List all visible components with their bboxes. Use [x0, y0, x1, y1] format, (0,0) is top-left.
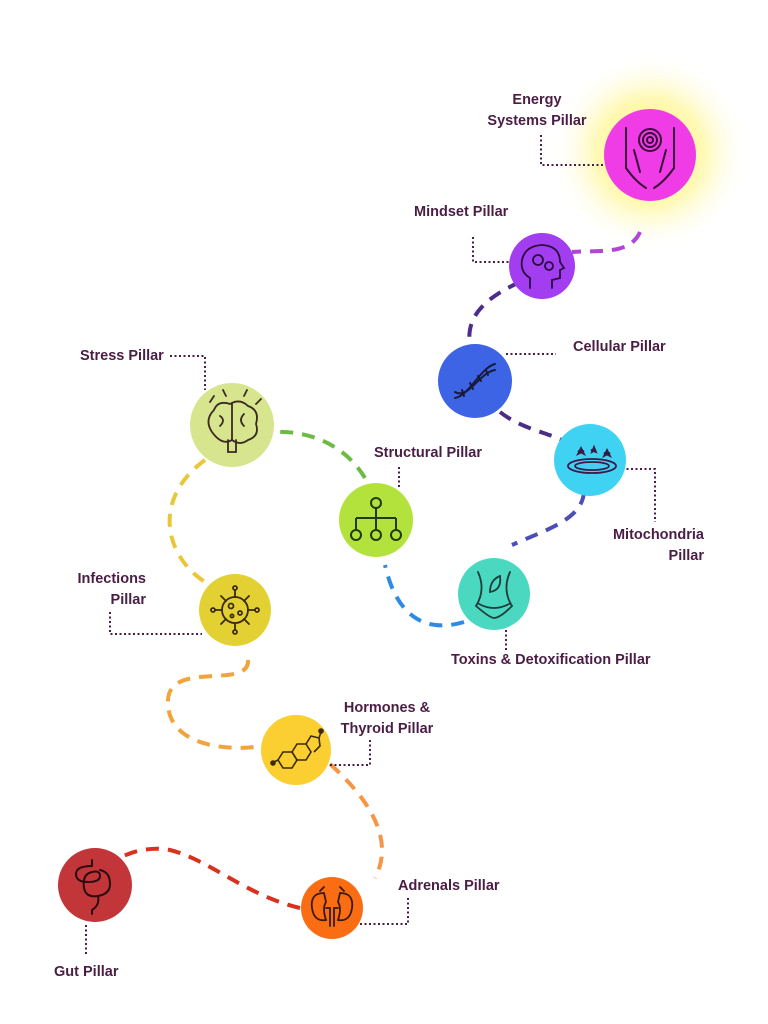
- leader-adrenals: [360, 898, 409, 925]
- gut-circle: [58, 848, 132, 922]
- adrenals-label-text: Adrenals Pillar: [398, 878, 500, 894]
- gut-pillar-node[interactable]: [58, 848, 132, 922]
- connector-mindset-cellular: [467, 280, 521, 346]
- virus-icon: [210, 585, 260, 635]
- stressed-brain-icon: [207, 389, 262, 453]
- toxins-label-text: Toxins & Detoxification Pillar: [451, 652, 651, 668]
- leader-stress: [170, 355, 206, 390]
- mitochondria-circle: [554, 424, 626, 496]
- mindset-circle: [509, 233, 575, 299]
- structural-label: Structural Pillar: [374, 443, 482, 464]
- energy-pillar-node[interactable]: [604, 109, 696, 201]
- leader-hormones: [330, 740, 371, 766]
- connector-infections-hormones: [165, 659, 263, 750]
- stress-label: Stress Pillar: [80, 346, 164, 367]
- hormones-circle: [261, 715, 331, 785]
- infections-label-line1: Infections: [77, 571, 146, 587]
- adrenals-pillar-node[interactable]: [301, 877, 363, 939]
- orbit-stars-icon: [567, 444, 617, 474]
- connector-cellular-mitochondria: [498, 410, 563, 442]
- leader-mindset: [472, 237, 510, 263]
- energy-label-line2: Systems Pillar: [487, 113, 587, 129]
- gut-label-text: Gut Pillar: [54, 964, 119, 980]
- stress-label-text: Stress Pillar: [80, 348, 164, 364]
- torso-leaf-icon: [474, 571, 514, 619]
- infections-pillar-node[interactable]: [199, 574, 271, 646]
- connector-stress-infections: [167, 458, 211, 587]
- connector-mitochondria-toxins: [511, 491, 586, 547]
- toxins-circle: [458, 558, 530, 630]
- mindset-label: Mindset Pillar: [414, 202, 508, 223]
- cellular-pillar-node[interactable]: [438, 344, 512, 418]
- dna-icon: [454, 363, 496, 399]
- steroid-molecule-icon: [270, 728, 324, 769]
- leader-infections: [109, 612, 202, 635]
- leader-mitochondria: [622, 468, 656, 522]
- mindset-pillar-node[interactable]: [509, 233, 575, 299]
- hierarchy-icon: [350, 497, 402, 541]
- mitochondria-label-line1: Mitochondria: [612, 527, 704, 543]
- connector-energy-mindset: [571, 231, 642, 254]
- infections-label-line2: Pillar: [110, 592, 146, 608]
- hormones-label: Hormones & Thyroid Pillar: [333, 698, 441, 740]
- infections-label: Infections Pillar: [60, 569, 146, 611]
- cellular-label-text: Cellular Pillar: [573, 339, 666, 355]
- hormones-pillar-node[interactable]: [261, 715, 331, 785]
- cellular-label: Cellular Pillar: [573, 337, 666, 358]
- energy-label-line1: Energy: [512, 92, 562, 108]
- infections-circle: [199, 574, 271, 646]
- mitochondria-pillar-node[interactable]: [554, 424, 626, 496]
- mindset-label-text: Mindset Pillar: [414, 204, 509, 220]
- connector-structural-stress: [271, 429, 367, 480]
- adrenals-label: Adrenals Pillar: [398, 876, 500, 897]
- hormones-label-line2: Thyroid Pillar: [340, 721, 434, 737]
- connector-adrenals-gut: [118, 846, 301, 910]
- hands-spiral-icon: [625, 127, 675, 189]
- leader-energy: [540, 135, 605, 166]
- gut-label: Gut Pillar: [54, 962, 118, 983]
- toxins-pillar-node[interactable]: [458, 558, 530, 630]
- head-gears-icon: [520, 244, 566, 289]
- connector-toxins-structural: [383, 564, 465, 628]
- toxins-label: Toxins & Detoxification Pillar: [451, 650, 651, 671]
- mitochondria-label: Mitochondria Pillar: [594, 525, 704, 567]
- mitochondria-label-line2: Pillar: [668, 548, 704, 564]
- energy-circle: [604, 109, 696, 201]
- kidneys-icon: [310, 886, 354, 927]
- structural-pillar-node[interactable]: [339, 483, 413, 557]
- adrenals-circle: [301, 877, 363, 939]
- connector-hormones-adrenals: [328, 762, 385, 879]
- structural-label-text: Structural Pillar: [374, 445, 482, 461]
- stress-pillar-node[interactable]: [190, 383, 274, 467]
- energy-label: Energy Systems Pillar: [472, 90, 602, 132]
- intestines-icon: [74, 859, 112, 915]
- hormones-label-line1: Hormones &: [343, 700, 431, 716]
